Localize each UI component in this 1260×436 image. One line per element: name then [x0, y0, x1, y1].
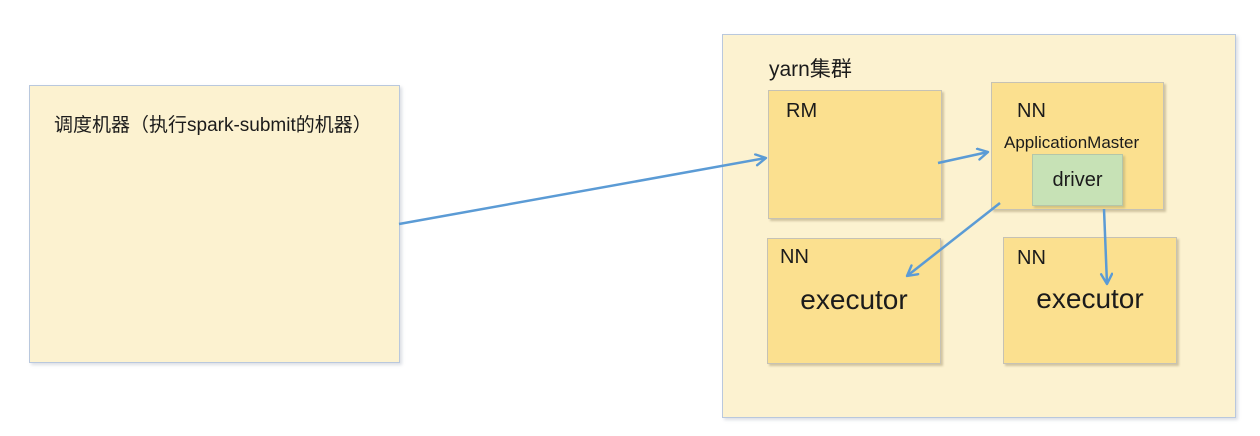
executor-node-2-box: NN executor: [1003, 237, 1177, 364]
executor-2-host-label: NN: [1017, 247, 1046, 269]
application-master-node-box: NN ApplicationMaster driver: [991, 82, 1164, 210]
scheduler-machine-label: 调度机器（执行spark-submit的机器）: [54, 115, 372, 136]
executor-2-label: executor: [1036, 283, 1144, 314]
executor-1-host-label: NN: [780, 246, 809, 268]
driver-label: driver: [1052, 168, 1103, 191]
yarn-cluster-title: yarn集群: [769, 58, 852, 81]
executor-1-label: executor: [800, 284, 908, 315]
rm-node-label: RM: [786, 100, 818, 122]
yarn-cluster-box: yarn集群 RM NN ApplicationMaster driver NN…: [722, 34, 1236, 418]
driver-box: driver: [1032, 154, 1123, 206]
rm-node-box: RM: [768, 90, 942, 219]
application-master-label: ApplicationMaster: [1004, 133, 1140, 152]
arrow-scheduler-to-rm: [398, 158, 766, 226]
executor-node-1-box: NN executor: [767, 238, 941, 364]
am-host-label: NN: [1017, 100, 1046, 122]
scheduler-machine-box: 调度机器（执行spark-submit的机器）: [29, 85, 400, 363]
